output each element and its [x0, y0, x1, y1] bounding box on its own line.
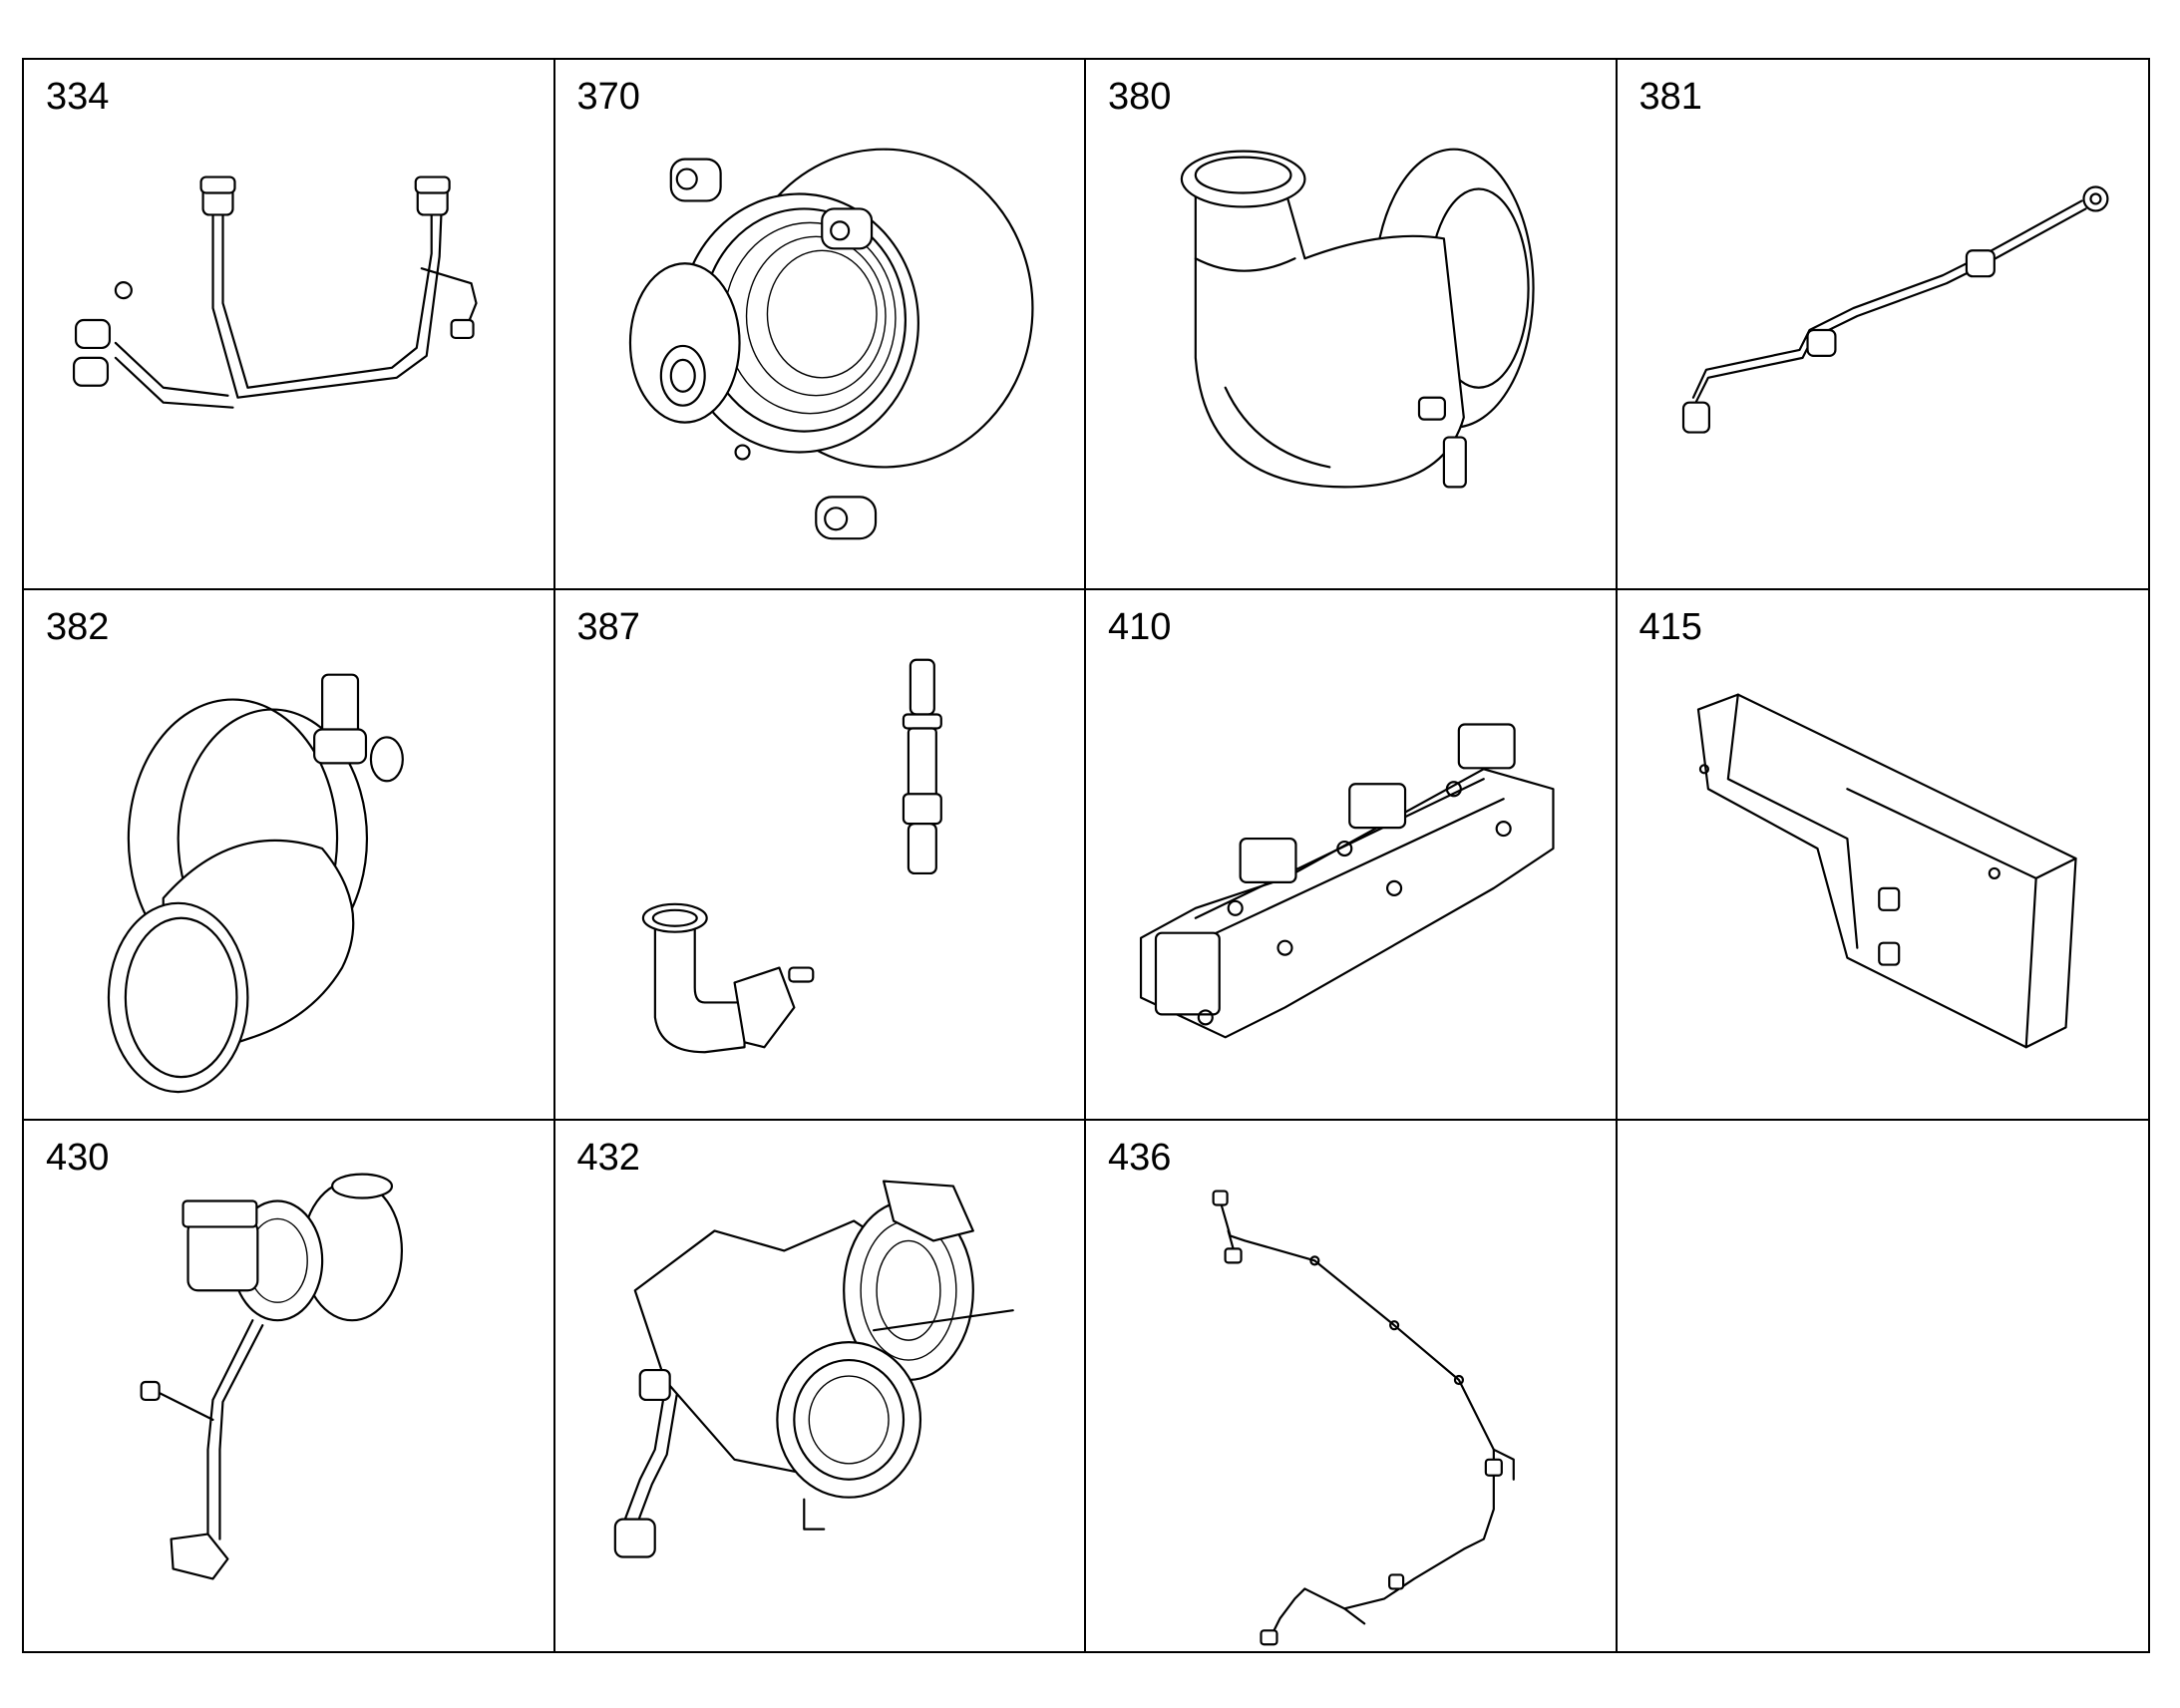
catalog-cell-empty [1618, 1121, 2149, 1651]
turbocharger-icon [140, 1173, 404, 1580]
catalog-cell-410[interactable]: 410 [1086, 590, 1618, 1121]
adapter-housing-icon [107, 673, 404, 1094]
part-number-label: 430 [46, 1137, 110, 1179]
exhaust-manifold-icon [1139, 723, 1555, 1039]
fuel-line-icon [1681, 185, 2108, 434]
part-number-label: 432 [576, 1137, 640, 1179]
part-number-label: 436 [1108, 1137, 1172, 1179]
elbow-housing-icon [1180, 148, 1535, 489]
water-pump-icon [628, 148, 1034, 540]
catalog-cell-387[interactable]: 387 [554, 590, 1086, 1121]
catalog-cell-380[interactable]: 380 [1086, 60, 1618, 590]
catalog-cell-436[interactable]: 436 [1086, 1121, 1618, 1651]
catalog-cell-415[interactable]: 415 [1617, 590, 2148, 1121]
catalog-cell-370[interactable]: 370 [554, 60, 1086, 590]
parts-catalog-grid: 334 370 [22, 58, 2150, 1653]
catalog-cell-334[interactable]: 334 [24, 60, 555, 590]
part-number-label: 380 [1108, 76, 1172, 118]
part-number-label: 387 [576, 606, 640, 648]
part-number-label: 370 [576, 76, 640, 118]
heat-shield-icon [1696, 693, 2077, 1049]
catalog-cell-382[interactable]: 382 [24, 590, 555, 1121]
wiring-harness-icon [1212, 1190, 1515, 1646]
catalog-cell-430[interactable]: 430 [24, 1121, 555, 1651]
tube-assembly-icon [72, 175, 478, 409]
part-number-label: 415 [1638, 606, 1702, 648]
part-number-label: 381 [1638, 76, 1702, 118]
turbocharger-assembly-icon [613, 1180, 1014, 1558]
part-number-label: 382 [46, 606, 110, 648]
connector-fitting-icon [641, 658, 942, 1054]
catalog-cell-432[interactable]: 432 [555, 1121, 1086, 1651]
part-number-label: 410 [1108, 606, 1172, 648]
part-number-label: 334 [46, 76, 110, 118]
catalog-cell-381[interactable]: 381 [1617, 60, 2148, 590]
